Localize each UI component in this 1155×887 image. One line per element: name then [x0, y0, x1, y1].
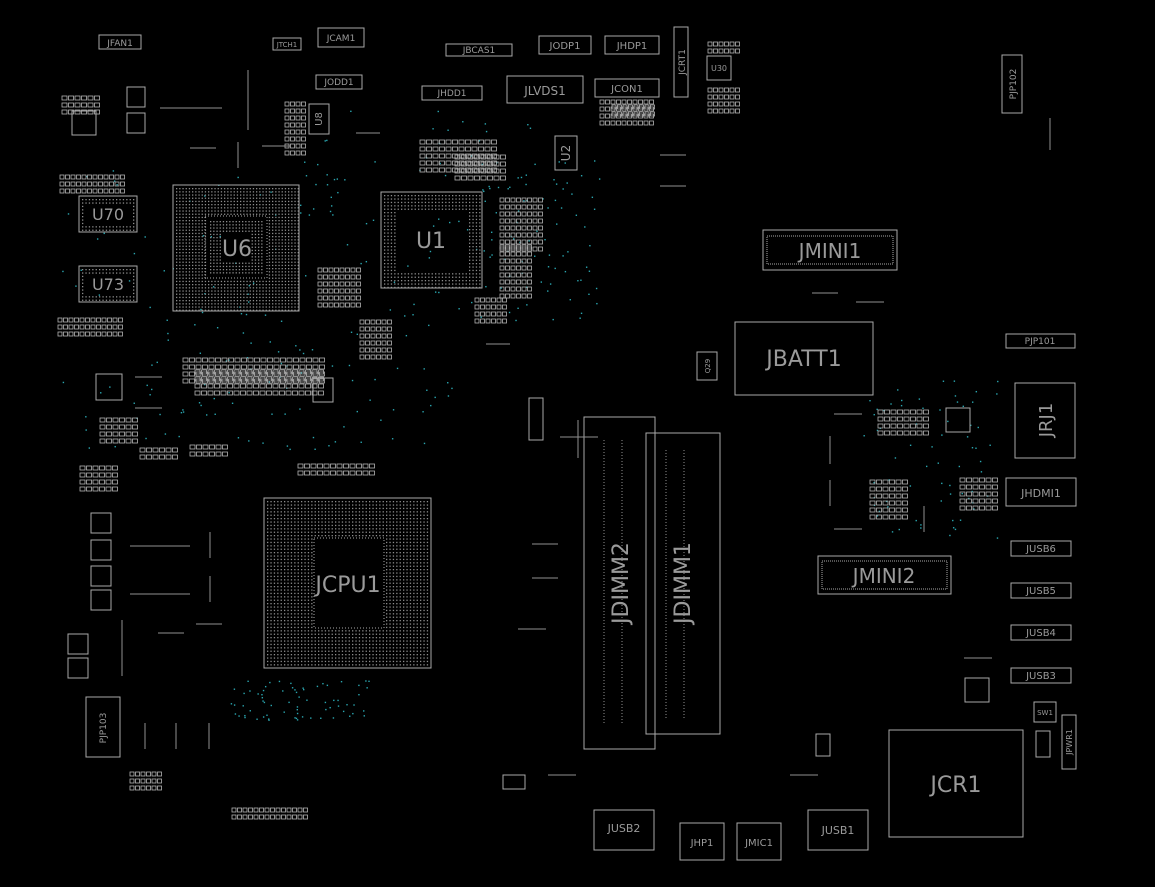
label-sw1: SW1 [1037, 709, 1053, 717]
comp-u8[interactable]: U8 [308, 103, 330, 135]
comp-jusb1[interactable]: JUSB1 [807, 809, 869, 851]
crosshair-marker [560, 420, 598, 458]
comp-jbatt1[interactable]: JBATT1 [734, 321, 874, 396]
comp-jfan1[interactable]: JFAN1 [98, 34, 142, 50]
label-jrj1: JRJ1 [1036, 403, 1057, 439]
comp-jusb4[interactable]: JUSB4 [1010, 624, 1072, 641]
comp-sw1[interactable]: SW1 [1033, 701, 1057, 723]
comp-jbcas1[interactable]: JBCAS1 [445, 43, 513, 57]
comp-jhdmi1[interactable]: JHDMI1 [1005, 477, 1077, 507]
label-pjp101: PJP101 [1025, 337, 1056, 347]
comp-jcam1[interactable]: JCAM1 [317, 27, 365, 48]
label-jmini1: JMINI1 [797, 239, 862, 263]
comp-jpwr1[interactable]: JPWR1 [1061, 714, 1077, 770]
label-pjp103: PJP103 [99, 713, 109, 744]
bga-ball-grids [82, 188, 481, 666]
label-jlvds1: JLVDS1 [523, 84, 566, 98]
comp-jcpu1[interactable]: JCPU1 [263, 497, 432, 669]
label-u6: U6 [222, 237, 252, 262]
label-jhdmi1: JHDMI1 [1020, 487, 1061, 500]
comp-jlvds1[interactable]: JLVDS1 [506, 75, 584, 104]
label-jdimm1: JDIMM1 [671, 542, 696, 626]
passive-outlines [67, 70, 1051, 790]
comp-jmini2[interactable]: JMINI2 [817, 555, 952, 595]
comp-jdimm2[interactable]: JDIMM2 [583, 416, 656, 750]
comp-jusb3[interactable]: JUSB3 [1010, 667, 1072, 684]
comp-jhdp1[interactable]: JHDP1 [604, 35, 660, 55]
comp-q29[interactable]: Q29 [696, 351, 718, 381]
comp-jusb6[interactable]: JUSB6 [1010, 540, 1072, 557]
label-q29: Q29 [704, 359, 712, 373]
label-jcon1: JCON1 [610, 84, 643, 95]
label-u2: U2 [559, 145, 573, 161]
comp-pjp103[interactable]: PJP103 [85, 696, 121, 758]
comp-jodp1[interactable]: JODP1 [538, 35, 592, 55]
label-jcam1: JCAM1 [326, 34, 356, 44]
comp-jcon1[interactable]: JCON1 [594, 78, 660, 98]
small-pad-field [57, 41, 998, 820]
comp-jcr1[interactable]: JCR1 [888, 729, 1024, 838]
label-jodd1: JODD1 [323, 78, 353, 88]
label-u30: U30 [711, 64, 727, 73]
comp-u30[interactable]: U30 [706, 55, 732, 81]
label-jhdp1: JHDP1 [616, 41, 648, 52]
label-jcpu1: JCPU1 [313, 573, 380, 598]
comp-u1[interactable]: U1 [380, 191, 483, 289]
label-jbatt1: JBATT1 [764, 347, 841, 372]
comp-jmic1[interactable]: JMIC1 [736, 822, 782, 861]
label-pjp102: PJP102 [1009, 69, 1019, 100]
label-jbcas1: JBCAS1 [462, 46, 496, 56]
comp-jcrt1[interactable]: JCRT1 [673, 26, 689, 98]
label-jusb2: JUSB2 [607, 822, 641, 835]
label-u73: U73 [92, 275, 124, 294]
label-jtch1: JTCH1 [276, 41, 298, 49]
label-jusb5: JUSB5 [1025, 586, 1056, 597]
label-u70: U70 [92, 205, 124, 224]
label-jfan1: JFAN1 [106, 39, 133, 49]
label-jpwr1: JPWR1 [1065, 729, 1074, 756]
label-jusb4: JUSB4 [1025, 628, 1056, 639]
comp-pjp101[interactable]: PJP101 [1005, 333, 1076, 349]
comp-u70[interactable]: U70 [78, 195, 138, 233]
label-u1: U1 [416, 229, 446, 254]
label-jusb3: JUSB3 [1025, 671, 1056, 682]
label-jcr1: JCR1 [928, 773, 981, 798]
label-jhp1: JHP1 [690, 838, 714, 849]
label-jusb6: JUSB6 [1025, 544, 1056, 555]
label-jmic1: JMIC1 [744, 838, 773, 849]
label-jmini2: JMINI2 [851, 564, 916, 588]
label-u8: U8 [314, 112, 325, 126]
comp-jusb5[interactable]: JUSB5 [1010, 582, 1072, 599]
label-jodp1: JODP1 [549, 41, 581, 52]
comp-jhp1[interactable]: JHP1 [679, 822, 725, 861]
label-jhdd1: JHDD1 [436, 89, 466, 99]
comp-jtch1[interactable]: JTCH1 [272, 37, 302, 51]
comp-jrj1[interactable]: JRJ1 [1014, 382, 1076, 459]
comp-u6[interactable]: U6 [172, 184, 300, 312]
comp-jodd1[interactable]: JODD1 [315, 74, 363, 90]
comp-u73[interactable]: U73 [78, 265, 138, 303]
comp-jhdd1[interactable]: JHDD1 [421, 85, 483, 101]
comp-jusb2[interactable]: JUSB2 [593, 809, 655, 851]
comp-pjp102[interactable]: PJP102 [1001, 54, 1023, 114]
comp-u2[interactable]: U2 [554, 135, 578, 171]
via-field [62, 110, 999, 721]
comp-jdimm1[interactable]: JDIMM1 [645, 432, 721, 735]
comp-jmini1[interactable]: JMINI1 [762, 229, 898, 271]
label-jcrt1: JCRT1 [678, 49, 688, 76]
label-jusb1: JUSB1 [821, 824, 855, 837]
label-jdimm2: JDIMM2 [609, 542, 634, 626]
